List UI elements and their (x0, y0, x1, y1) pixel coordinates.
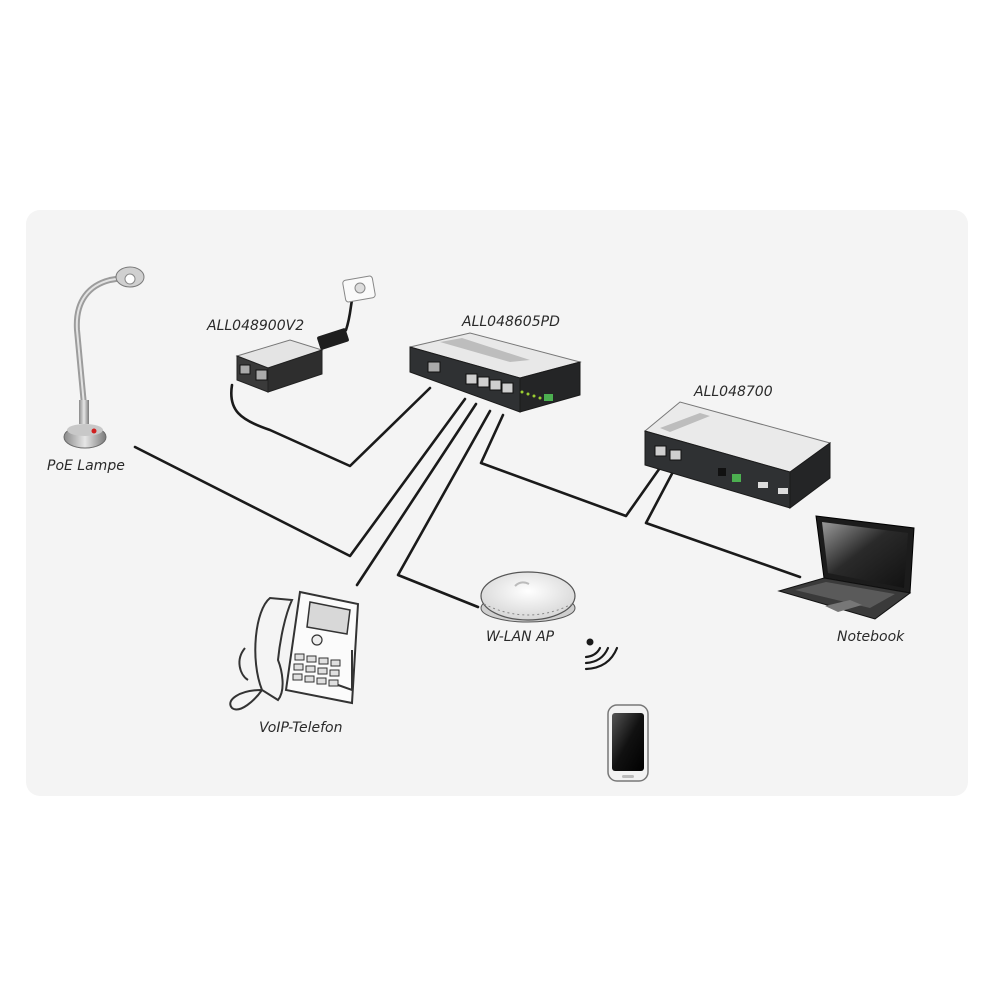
phone-stand (337, 650, 353, 692)
label-notebook: Notebook (837, 629, 905, 645)
extender-device (643, 401, 832, 509)
switch-leds (520, 390, 542, 400)
voip-phone-device (229, 590, 360, 711)
diagram-panel (26, 210, 968, 796)
injector-port-2 (255, 369, 268, 381)
extender-port-2 (669, 449, 682, 461)
cable-ap-to-switch (396, 409, 492, 609)
switch-uplink-port (427, 361, 441, 373)
smartphone-device (607, 704, 649, 782)
cable-switch-to-extender (479, 413, 664, 518)
label-extender: ALL048700 (693, 384, 773, 400)
injector-device (235, 275, 376, 393)
notebook-device (777, 515, 915, 620)
extender-port-1 (654, 445, 667, 457)
phone-cord (229, 689, 263, 711)
switch-device (409, 332, 582, 413)
label-wlan-ap: W-LAN AP (486, 629, 555, 645)
label-poe-lampe: PoE Lampe (47, 458, 125, 474)
switch-port-2 (477, 376, 490, 388)
cables (133, 288, 802, 609)
power-adapter (317, 275, 376, 350)
label-injector: ALL048900V2 (206, 318, 304, 334)
poe-lamp-device (63, 266, 145, 449)
cable-lamp-to-switch (133, 397, 467, 558)
label-voip-telefon: VoIP-Telefon (259, 720, 342, 736)
wlan-ap-device (480, 571, 576, 623)
phone-keypad (292, 653, 341, 687)
switch-poe-ports (465, 373, 514, 394)
wifi-signal-icon (584, 638, 619, 671)
switch-port-4 (501, 382, 514, 394)
phone-display (306, 601, 351, 635)
extender-terminal (732, 474, 741, 482)
cable-phone-to-switch (355, 402, 478, 587)
label-switch: ALL048605PD (461, 314, 560, 330)
phone-handset (254, 596, 294, 702)
switch-terminal (544, 394, 553, 401)
injector-port-1 (239, 364, 251, 375)
device-labels: PoE Lampe ALL048900V2 ALL048605PD ALL048… (47, 314, 905, 736)
cable-injector-to-switch (229, 383, 432, 468)
cable-extender-to-notebook (644, 466, 802, 579)
switch-port-1 (465, 373, 478, 385)
switch-port-3 (489, 379, 502, 391)
